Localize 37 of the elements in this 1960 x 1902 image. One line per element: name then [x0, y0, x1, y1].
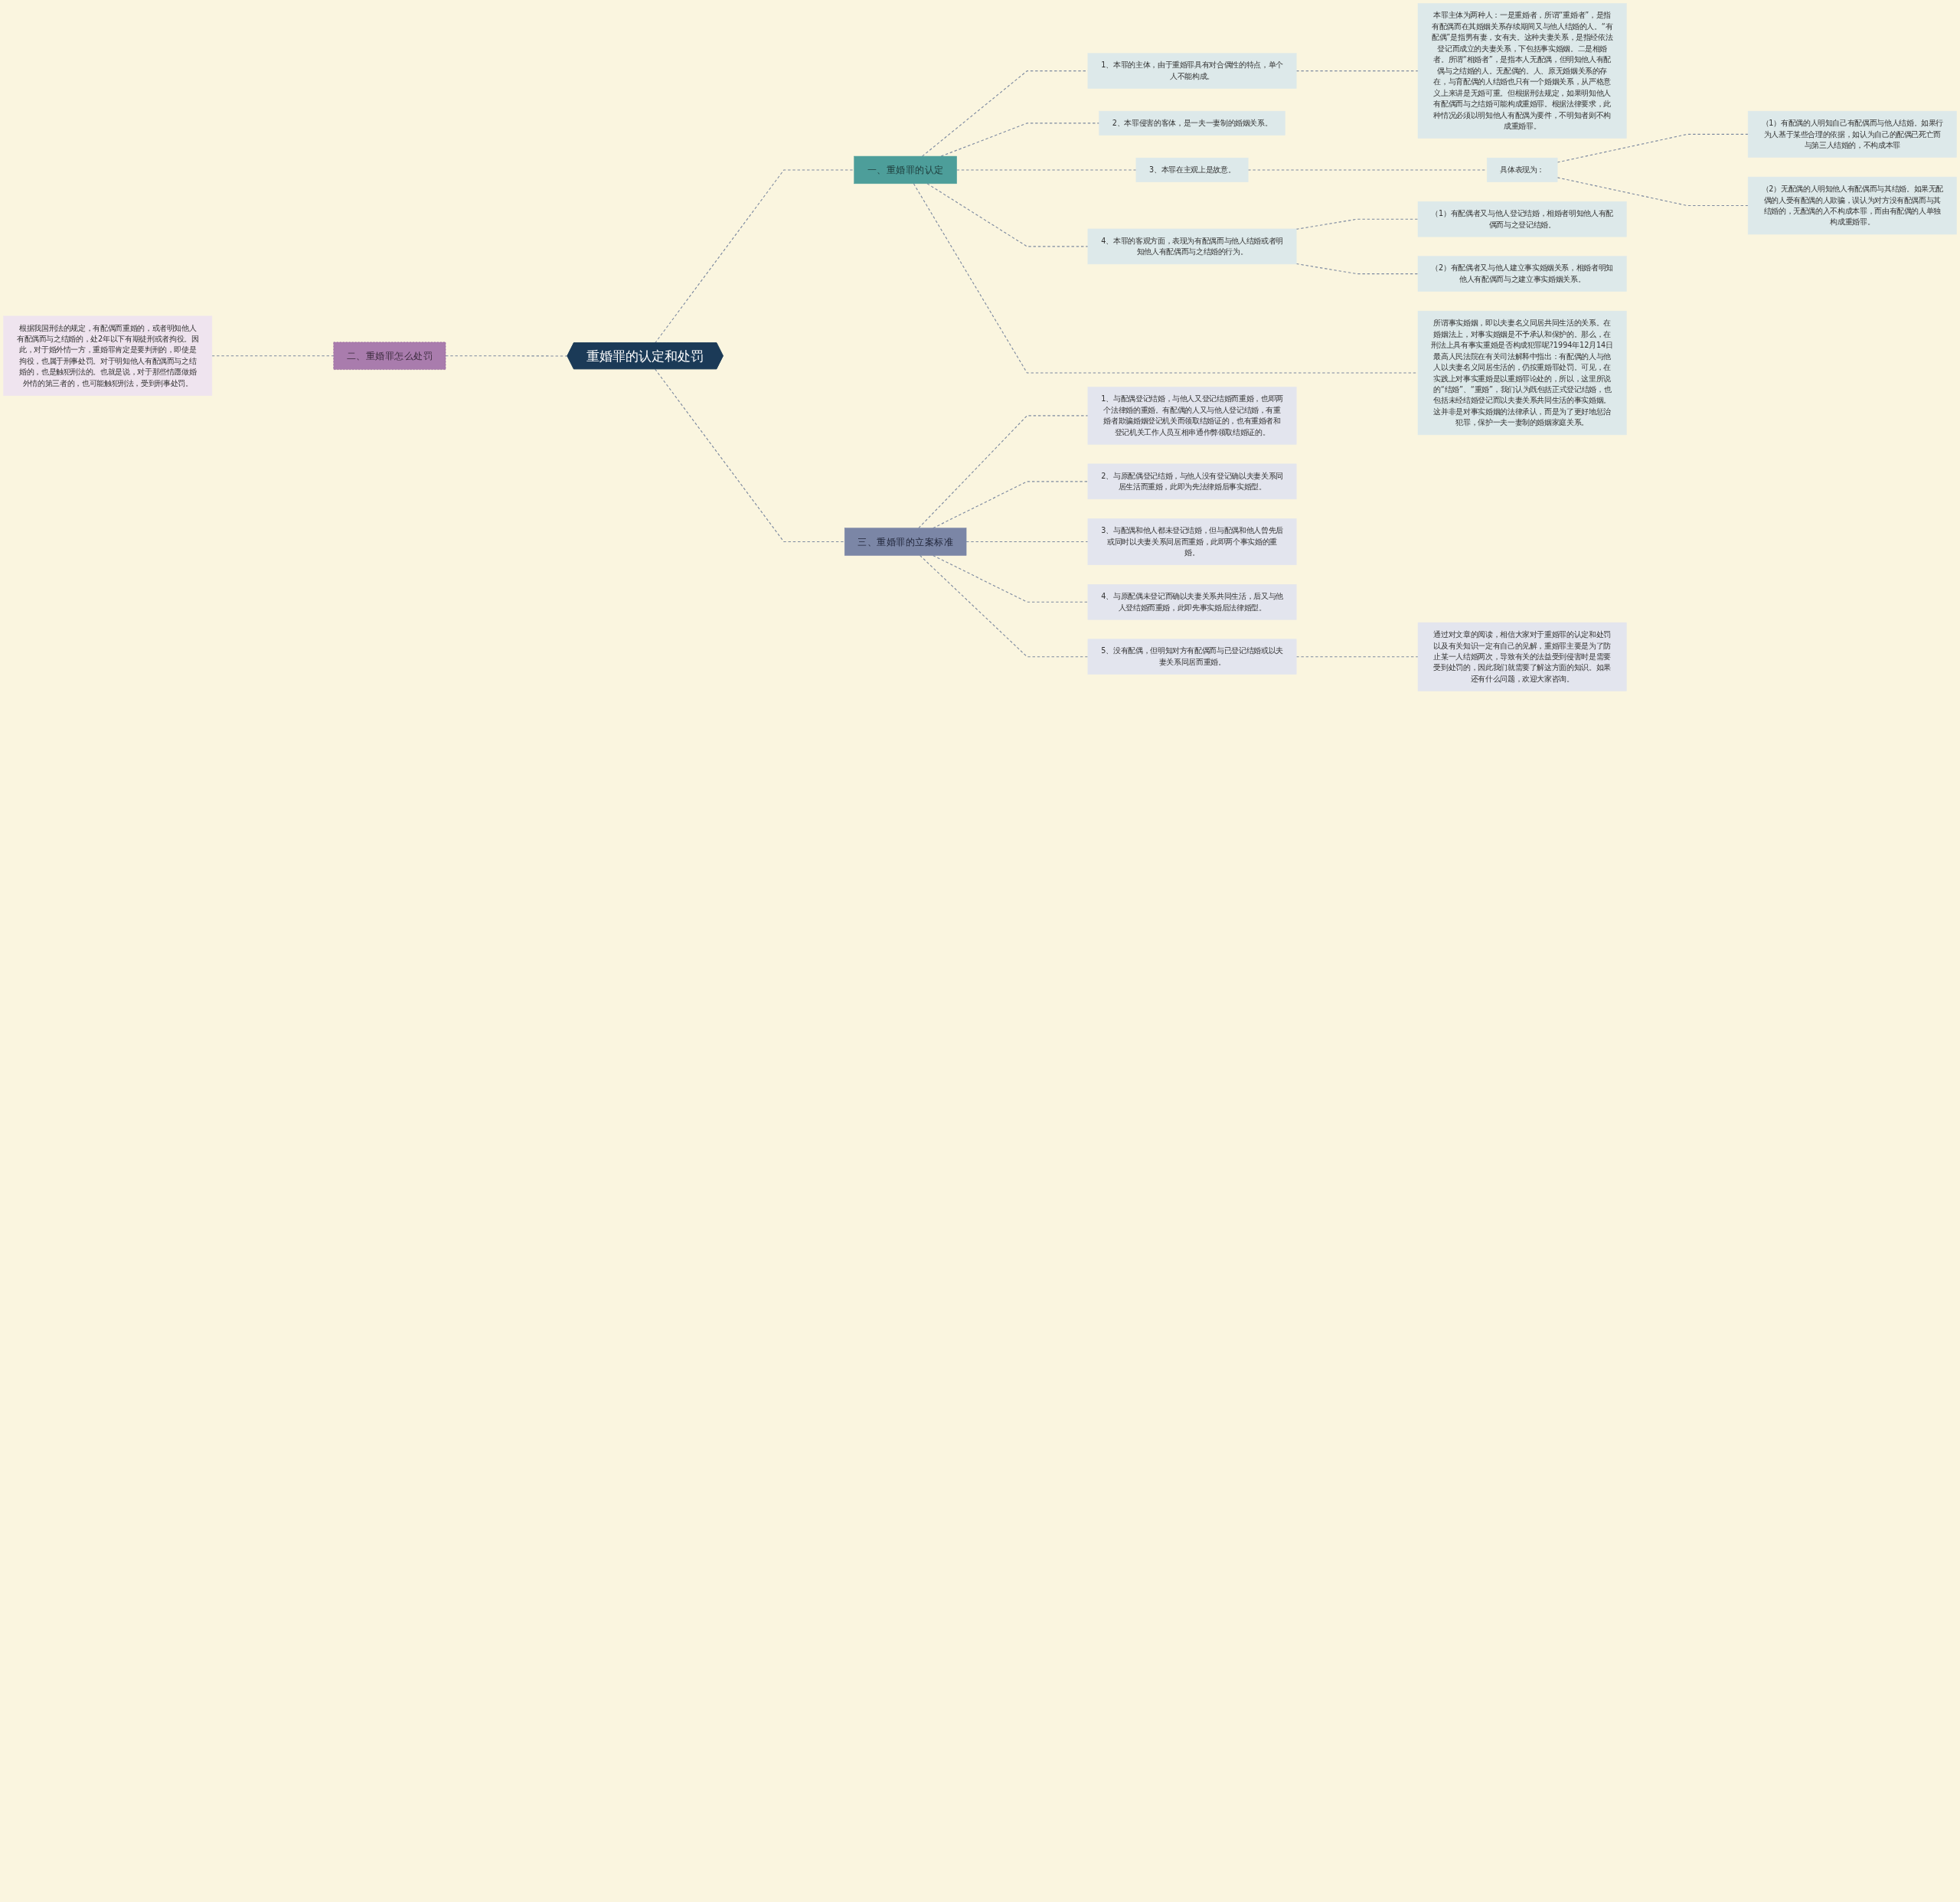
connector [1295, 218, 1419, 230]
node-box: 三、重婚罪的立案标准 [844, 528, 967, 556]
node-box: （2）有配偶者又与他人建立事实婚姻关系，相婚者明知他人有配偶而与之建立事实婚姻关系。 [1417, 256, 1627, 292]
node-box: 具体表现为： [1486, 157, 1558, 182]
connector [926, 183, 1089, 247]
connector [1295, 70, 1419, 72]
connector [913, 183, 1419, 374]
node-box: 3、本罪在主观上是故意。 [1135, 157, 1249, 182]
connector [956, 169, 1137, 171]
node-box: 本罪主体为两种人：一是重婚者，所谓“重婚者”，是指有配偶而在其婚姻关系存续期间又与他人结婚的人。“有配偶”是指男有妻，女有夫。这种夫妻关系，是指经依法登记而成立的夫妻关系，下包括事实婚姻。二是相婚者。所谓“相婚者”，是指本人无配偶，但明知他人有配偶与之结婚的人。无配偶的。人、原无婚姻关系的存在，与育配偶的人结婚也只有一个婚姻关系，从严格意义上来讲是无婚可重。但根据刑法规定，如果明知他人有配偶而与之结婚可能构成重婚罪。根据法律要求，此种情况必须以明知他人有配偶为要件，不明知者则不构成重婚罪。 [1417, 3, 1627, 139]
connector [933, 481, 1089, 529]
connector [1247, 169, 1488, 171]
connector [918, 415, 1089, 529]
node-box: 2、与原配偶登记结婚，与他人没有登记确以夫妻关系同居生活而重婚，此即为先法律婚后事实婚型。 [1087, 463, 1297, 500]
connector [919, 554, 1089, 658]
connector [933, 554, 1089, 603]
node-box: 5、没有配偶，但明知对方有配偶而与已登记结婚或以夫妻关系同居而重婚。 [1087, 639, 1297, 675]
node-box: （1）有配偶者又与他人登记结婚，相婚者明知他人有配偶而与之登记结婚。 [1417, 201, 1627, 237]
node-box: 1、与配偶登记结婚，与他人又登记结婚而重婚，也即两个法律婚的重婚。有配偶的人又与他人登记结婚，有重婚者欺骗婚姻登记机关而领取结婚证的，也有重婚者和登记机关工作人员互相串通作弊领取结婚证的。 [1087, 387, 1297, 445]
connector [1295, 656, 1419, 658]
node-box: 所谓事实婚姻，即以夫妻名义同居共同生活的关系。在婚姻法上，对事实婚姻是不予承认和保护的。那么，在刑法上具有事实重婚是否构成犯罪呢?1994年12月14日最高人民法院在有关司法解释中指出：有配偶的人与他人以夫妻名义同居生活的，仍按重婚罪处罚。可见，在实践上对事实重婚是以重婚罪论处的，所以，这里所说的“结婚”、“重婚”，我们认为既包括正式登记结婚，也包括未经结婚登记而以夫妻关系共同生活的事实婚姻。这并非是对事实婚姻的法律承认，而是为了更好地惩治犯罪，保护一夫一妻制的婚姻家庭关系。 [1417, 310, 1627, 436]
node-box: 2、本罪侵害的客体，是一夫一妻制的婚姻关系。 [1099, 110, 1285, 136]
node-box: 二、重婚罪怎么处罚 [333, 342, 446, 370]
node-box: （2）无配偶的人明知他人有配偶而与其结婚。如果无配偶的人受有配偶的人欺骗，误认为对方没有配偶而与其结婚的，无配偶的入不构成本罪，而由有配偶的人单独构成重婚罪。 [1747, 176, 1957, 235]
node-box: （1）有配偶的人明知自己有配偶而与他人结婚。如果行为人基于某些合理的依据，如认为自己的配偶已死亡而与第三人结婚的，不构成本罪 [1747, 110, 1957, 158]
node-box: 4、与原配偶未登记而确以夫妻关系共同生活，后又与他人登结婚而重婚，此即先事实婚后法律婚型。 [1087, 584, 1297, 620]
connector [445, 355, 568, 357]
connector [940, 123, 1100, 157]
connector [965, 541, 1089, 543]
connector [1295, 263, 1419, 275]
node-box: 1、本罪的主体，由于重婚罪具有对合偶性的特点，单个人不能构成。 [1087, 53, 1297, 89]
node-box: 通过对文章的阅读，相信大家对于重婚罪的认定和处罚以及有关知识一定有自己的见解，重婚罪主要是为了防止某一人结婚两次，导致有关的法益受到侵害时是需要受到处罚的，因此我们就需要了解这方面的知识。如果还有什么问题，欢迎大家咨询。 [1417, 622, 1627, 691]
node-box: 4、本罪的客观方面，表现为有配偶而与他人结婚或者明知他人有配偶而与之结婚的行为。 [1087, 228, 1297, 265]
node-box: 根据我国刑法的规定，有配偶而重婚的，或者明知他人有配偶而与之结婚的，处2年以下有期徒刑或者拘役。因此，对于婚外情一方，重婚罪肯定是要判刑的，即使是拘役，也属于刑事处罚。对于明知他人有配偶而与之结婚的，也是触犯刑法的。也就是说，对于那些情愿做婚外情的第三者的，也可能触犯刑法，受到刑事处罚。 [3, 315, 213, 396]
node-box: 3、与配偶和他人都未登记结婚，但与配偶和他人曾先后或同时以夫妻关系同居而重婚，此即两个事实婚的重婚。 [1087, 518, 1297, 566]
connector [211, 355, 335, 357]
node-box: 一、重婚罪的认定 [854, 155, 957, 185]
